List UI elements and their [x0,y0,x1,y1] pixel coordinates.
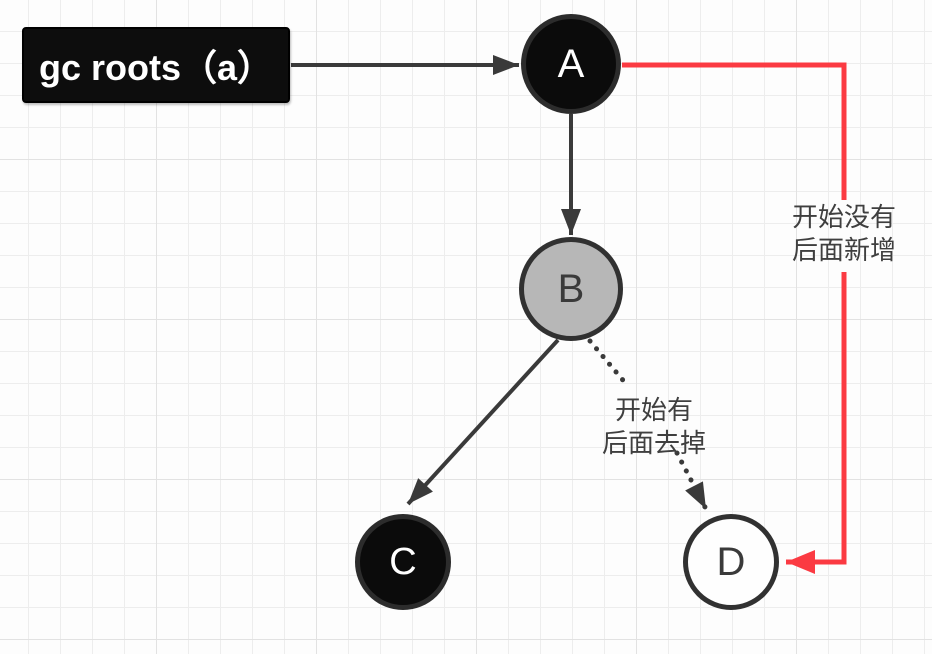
node-b: B [519,237,623,341]
edge-b-to-c [406,338,560,506]
red-edge-label-line2: 后面新增 [791,235,896,265]
edge-a-to-d-red-upper [622,62,847,200]
red-edge-label-line1: 开始没有 [791,202,896,232]
node-c-label: C [389,541,417,583]
edge-b-to-d-dotted-upper [587,338,630,388]
node-d: D [683,514,779,610]
edge-a-to-d-red-lower [786,272,847,574]
node-b-label: B [557,267,585,311]
dotted-edge-label: 开始有 后面去掉 [588,394,720,460]
node-c: C [355,514,451,610]
edge-b-to-d-dotted-lower [674,450,709,512]
node-a: A [521,14,621,114]
node-d-label: D [716,540,746,584]
dotted-edge-label-line2: 后面去掉 [601,428,706,458]
node-a-label: A [557,42,585,86]
gc-roots-box: gc roots（a） [22,27,290,103]
gc-roots-label: gc roots（a） [38,47,274,88]
dotted-edge-label-line1: 开始有 [614,395,693,425]
red-edge-label: 开始没有 后面新增 [778,201,910,267]
